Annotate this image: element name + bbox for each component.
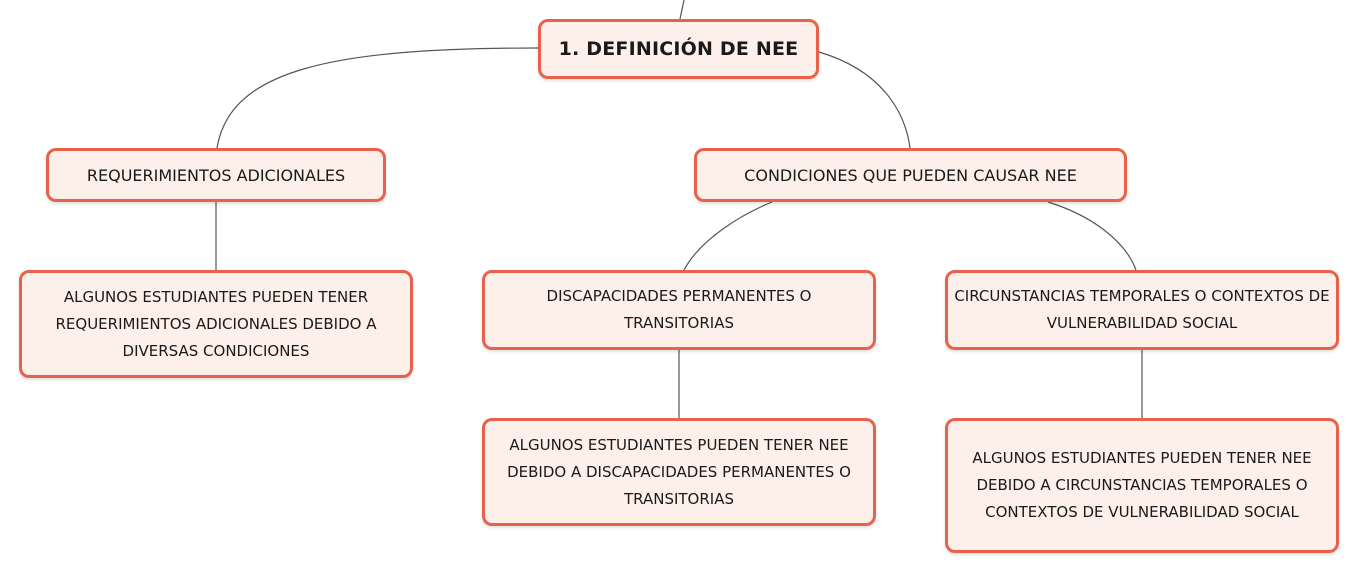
topic-discapacidades-descripcion[interactable]: ALGUNOS ESTUDIANTES PUEDEN TENER NEE DEB… <box>482 418 876 526</box>
topic-requerimientos-descripcion-label: ALGUNOS ESTUDIANTES PUEDEN TENER REQUERI… <box>55 287 377 360</box>
topic-discapacidades-label: DISCAPACIDADES PERMANENTES O TRANSITORIA… <box>546 287 812 332</box>
topic-discapacidades-descripcion-label: ALGUNOS ESTUDIANTES PUEDEN TENER NEE DEB… <box>507 435 851 508</box>
topic-requerimientos-adicionales[interactable]: REQUERIMIENTOS ADICIONALES <box>46 148 386 202</box>
connector-parent-to-root <box>679 0 685 20</box>
connector-condiciones-to-discapacidades <box>683 201 773 271</box>
topic-condiciones-label: CONDICIONES QUE PUEDEN CAUSAR NEE <box>744 165 1077 185</box>
topic-circunstancias-descripcion[interactable]: ALGUNOS ESTUDIANTES PUEDEN TENER NEE DEB… <box>945 418 1339 553</box>
topic-discapacidades[interactable]: DISCAPACIDADES PERMANENTES O TRANSITORIA… <box>482 270 876 350</box>
topic-circunstancias-label: CIRCUNSTANCIAS TEMPORALES O CONTEXTOS DE… <box>954 287 1330 332</box>
connector-condiciones-to-circunstancias <box>1047 201 1137 271</box>
topic-requerimientos-label: REQUERIMIENTOS ADICIONALES <box>86 165 346 185</box>
topic-requerimientos-descripcion[interactable]: ALGUNOS ESTUDIANTES PUEDEN TENER REQUERI… <box>19 270 413 378</box>
connector-root-to-requerimientos <box>216 47 539 149</box>
topic-circunstancias-descripcion-label: ALGUNOS ESTUDIANTES PUEDEN TENER NEE DEB… <box>972 449 1312 521</box>
root-topic-label: 1. DEFINICIÓN DE NEE <box>558 38 799 60</box>
topic-circunstancias[interactable]: CIRCUNSTANCIAS TEMPORALES O CONTEXTOS DE… <box>945 270 1339 350</box>
topic-condiciones-nee[interactable]: CONDICIONES QUE PUEDEN CAUSAR NEE <box>694 148 1127 202</box>
connector-root-to-condiciones <box>818 51 911 149</box>
root-topic-node[interactable]: 1. DEFINICIÓN DE NEE <box>538 19 819 79</box>
